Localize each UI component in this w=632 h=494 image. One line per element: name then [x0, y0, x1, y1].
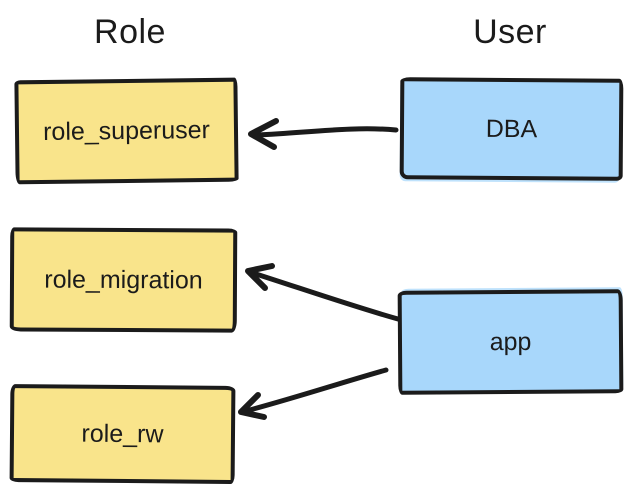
arrow-app-to-role-migration	[245, 263, 401, 322]
column-title-user: User	[473, 12, 547, 51]
arrow-dba-to-role-superuser	[248, 118, 399, 150]
node-dba: DBA	[399, 77, 624, 181]
node-app: app	[397, 289, 624, 395]
node-label: role_superuser	[42, 115, 211, 146]
node-role-superuser: role_superuser	[14, 77, 239, 185]
node-label: role_migration	[44, 265, 203, 294]
node-role-rw: role_rw	[9, 384, 236, 484]
node-label: DBA	[485, 114, 538, 143]
column-title-role: Role	[94, 12, 166, 51]
node-label: role_rw	[81, 419, 164, 448]
node-label: app	[489, 327, 532, 356]
node-role-migration: role_migration	[9, 227, 238, 333]
arrow-app-to-role-rw	[238, 367, 389, 420]
